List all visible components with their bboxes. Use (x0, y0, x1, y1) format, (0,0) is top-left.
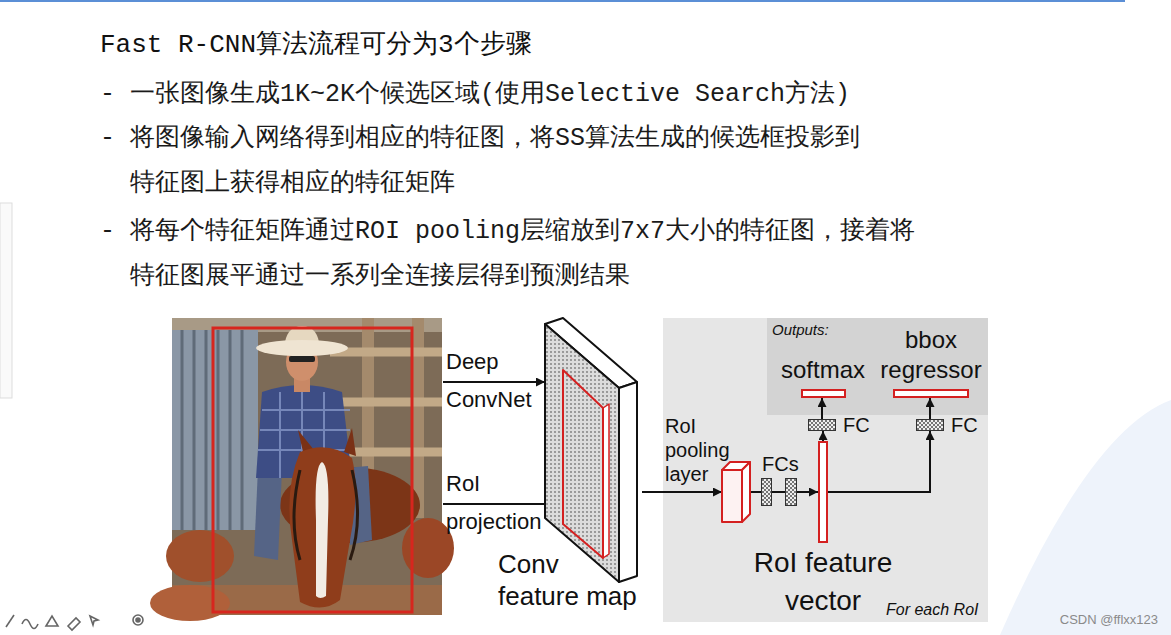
sunglasses (289, 356, 315, 362)
top-rule (0, 0, 1125, 2)
connector (750, 491, 761, 493)
horse-blaze (316, 462, 329, 598)
cube-side (742, 462, 750, 522)
arrow-label: RoI projection (446, 465, 556, 541)
connector (797, 491, 818, 493)
watermark: CSDN @fflxx123 (1060, 611, 1158, 629)
node-label: softmax (763, 355, 883, 385)
node-label: bbox regressor (877, 325, 985, 385)
slide-title: Fast R-CNN算法流程可分为3个步骤 (100, 27, 532, 63)
bullet-text: - 将图像输入网络得到相应的特征图，将SS算法生成的候选框投影到 特征图上获得相… (100, 116, 875, 206)
vector-bar (819, 442, 827, 542)
photo-ground (172, 318, 442, 615)
side-tab (0, 203, 12, 398)
bullet-text: - 一张图像生成1K~2K个候选区域(使用Selective Search方法) (100, 72, 900, 117)
node-label: RoI pooling layer (665, 414, 737, 486)
slab-front (545, 324, 619, 582)
metal-fence (172, 330, 258, 530)
fc-link (771, 491, 785, 493)
bbox-bar: bbox regressor (893, 389, 969, 398)
rider-leg (254, 468, 282, 560)
reins (294, 470, 358, 560)
connectors (642, 398, 930, 492)
feature-vector-bar: RoI feature vector (818, 441, 828, 543)
cattle (166, 530, 234, 582)
record-icon (133, 615, 143, 625)
connector (828, 431, 930, 492)
arrow-label: Deep ConvNet (446, 343, 556, 419)
marker-icon (46, 616, 58, 626)
cube-front (722, 470, 742, 522)
feature-vector-bar-graphic (818, 441, 828, 543)
photo (150, 318, 454, 621)
fc-box-graphic (808, 419, 836, 431)
vector-bar (802, 390, 845, 397)
outputs-panel: softmax bbox regressor Outputs: (767, 318, 988, 415)
convnet-arrow (443, 381, 545, 383)
node-label: For each RoI (886, 600, 978, 620)
cattle (150, 585, 230, 621)
pointer-icon (90, 616, 98, 625)
feature-map-slab: Conv feature map (545, 318, 642, 584)
fc-layers-graphic (761, 478, 797, 506)
fc-block (786, 479, 797, 506)
panel-fill (663, 318, 988, 622)
ink-icon (22, 620, 38, 629)
roi-region (563, 370, 603, 558)
node-label: Outputs: (772, 321, 829, 339)
roi-box (213, 328, 412, 612)
bullet-text: - 将每个特征矩阵通过ROI pooling层缩放到7x7大小的特征图，接着将 … (100, 209, 932, 299)
fc-block (809, 420, 836, 431)
pen-icon (6, 615, 14, 627)
softmax-bar-graphic (801, 389, 846, 398)
fc-block (762, 479, 772, 506)
record-dot (136, 618, 140, 622)
eraser-icon (68, 618, 80, 630)
connector (821, 398, 823, 419)
slab-side (619, 382, 637, 582)
roi-panel: RoI pooling layerFCsRoI feature vectorFC… (663, 318, 988, 622)
roi-pooling-cube-graphic (722, 462, 750, 522)
node-label: FCs (762, 452, 799, 476)
fc-box: FC (808, 419, 836, 431)
node-label: FC (843, 413, 870, 437)
hat-brim (256, 340, 348, 356)
feature-map-slab-graphic (545, 318, 642, 584)
corner-swoosh (1000, 400, 1171, 635)
node-label: FC (951, 413, 978, 437)
connector (822, 431, 824, 441)
fc-layers: FCs (761, 478, 797, 506)
node-label: Conv feature map (498, 548, 642, 612)
toolbar-icons (6, 615, 143, 630)
softmax-bar: softmax (801, 389, 846, 398)
connector (929, 398, 931, 419)
roi-pooling-cube: RoI pooling layer (722, 462, 750, 522)
vector-bar (894, 390, 968, 397)
connector (642, 491, 722, 493)
fc-block (917, 420, 944, 431)
fc-box-graphic (916, 419, 944, 431)
node-label: RoI feature vector (743, 544, 903, 620)
panel-fills (663, 318, 988, 622)
fc-box: FC (916, 419, 944, 431)
bbox-bar-graphic (893, 389, 969, 398)
